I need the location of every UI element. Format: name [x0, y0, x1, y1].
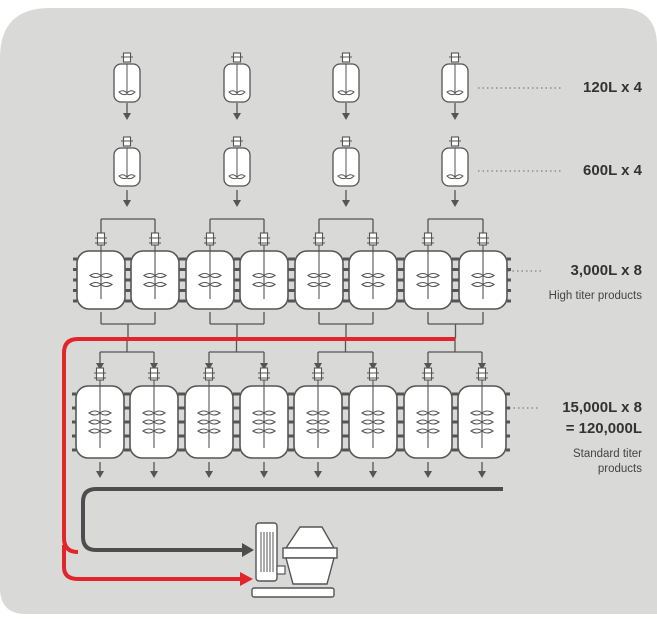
vessel-layer — [72, 52, 511, 459]
standard-titer-flow-line — [81, 487, 503, 552]
stage-120l-label: 120L x 4 — [583, 79, 642, 96]
arrow-down-icon — [123, 200, 131, 207]
stage-15000l-total: = 120,000L — [565, 420, 642, 437]
arrow-down-icon — [342, 200, 350, 207]
stage-15000l-sublabel-1: Standard titer — [572, 448, 642, 460]
arrow-down-icon — [150, 363, 158, 370]
arrow-down-icon — [424, 471, 432, 478]
arrow-down-icon — [96, 471, 104, 478]
bioreactor-vessel-icon — [455, 232, 511, 310]
pump-head-bottom — [285, 557, 335, 585]
arrow-down-icon — [424, 363, 432, 370]
arrow-down-icon — [123, 113, 131, 120]
arrow-down-icon — [478, 471, 486, 478]
bioreactor-vessel-icon — [290, 367, 346, 459]
arrow-down-icon — [260, 471, 268, 478]
bioreactor-vessel-icon — [126, 367, 182, 459]
arrow-down-icon — [150, 471, 158, 478]
stage-3000l-label: 3,000L x 8 — [570, 262, 642, 279]
arrow-down-icon — [478, 363, 486, 370]
bioreactor-vessel-icon — [454, 367, 510, 459]
bioreactor-vessel-icon — [113, 136, 141, 187]
bioreactor-vessel-icon — [127, 232, 183, 310]
bioreactor-vessel-icon — [441, 52, 469, 103]
stage-15000l-sublabel-2: products — [597, 463, 642, 475]
pump-head-band — [282, 547, 338, 559]
bioreactor-vessel-icon — [400, 367, 456, 459]
stage-3000l-sublabel: High titer products — [548, 290, 642, 302]
arrow-down-icon — [369, 471, 377, 478]
high-titer-flow-line — [62, 545, 246, 581]
arrow-down-icon — [233, 113, 241, 120]
stage-15000l-label: 15,000L x 8 — [562, 399, 642, 416]
arrow-down-icon — [314, 471, 322, 478]
arrow-down-icon — [342, 113, 350, 120]
arrow-down-icon — [205, 363, 213, 370]
arrow-down-icon — [369, 363, 377, 370]
arrow-down-icon — [451, 200, 459, 207]
arrow-down-icon — [205, 471, 213, 478]
bioreactor-vessel-icon — [400, 232, 456, 310]
arrow-down-icon — [314, 363, 322, 370]
bioreactor-vessel-icon — [73, 232, 129, 310]
bioreactor-vessel-icon — [223, 136, 251, 187]
bioreactor-vessel-icon — [182, 232, 238, 310]
arrow-down-icon — [233, 200, 241, 207]
background-panel — [0, 8, 657, 614]
arrow-down-icon — [451, 113, 459, 120]
bioreactor-vessel-icon — [441, 136, 469, 187]
pump-base — [251, 587, 335, 598]
output-flows — [62, 337, 503, 586]
arrow-right-icon — [240, 572, 253, 586]
bioreactor-vessel-icon — [332, 52, 360, 103]
arrow-right-icon — [242, 543, 254, 557]
bioreactor-vessel-icon — [223, 52, 251, 103]
pump-coupling — [276, 565, 286, 575]
arrow-down-icon — [96, 363, 104, 370]
bioreactor-vessel-icon — [236, 232, 292, 310]
bioreactor-vessel-icon — [345, 367, 401, 459]
arrow-down-icon — [260, 363, 268, 370]
bioreactor-vessel-icon — [332, 136, 360, 187]
stage-600l-label: 600L x 4 — [583, 162, 642, 179]
high-titer-flow-line — [62, 337, 455, 554]
bioreactor-vessel-icon — [345, 232, 401, 310]
bioreactor-vessel-icon — [113, 52, 141, 103]
purification-unit-icon — [251, 522, 338, 598]
bioreactor-vessel-icon — [181, 367, 237, 459]
